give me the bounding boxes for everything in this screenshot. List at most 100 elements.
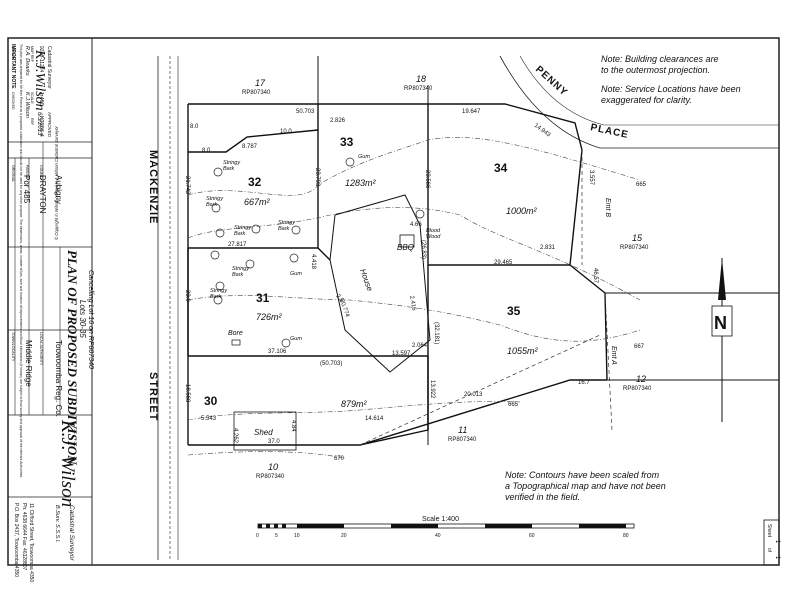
scale-label: Scale 1:400	[422, 516, 459, 523]
street-name-mackenzie: MACKENZIE	[147, 150, 159, 224]
lot-area: 1000m²	[506, 206, 538, 216]
plan-title: PLAN OF PROPOSED SUBDIVISION	[65, 250, 80, 465]
scale-bar: Scale 1:400 0 5 10 20 40 60 80	[256, 516, 635, 539]
dimension: 37.106	[268, 349, 287, 355]
dimension: 4.418	[310, 254, 316, 270]
trees	[210, 157, 425, 348]
lot-area: 879m²	[341, 399, 368, 409]
dimension: 2.826	[330, 118, 346, 124]
adjoining-lines	[317, 56, 779, 445]
drawn-value: R.A. Dearks	[24, 46, 30, 76]
dimension: 2.416	[408, 295, 417, 311]
town-label: TOWN/LOCALITY	[11, 332, 15, 362]
dimension: 10.0	[280, 129, 292, 135]
dimension: 16.7	[578, 380, 590, 386]
lot-number: 33	[340, 135, 354, 149]
adjoining-lots: 17 RP807340 18 RP807340 15 RP807340 12 R…	[242, 74, 652, 480]
dimension: 21.742	[184, 176, 190, 195]
tree-icon	[281, 338, 291, 348]
drawn-label: DRAWN	[11, 46, 15, 60]
easements	[359, 150, 613, 446]
dimension: 27.817	[228, 242, 247, 248]
sheet-num: 1	[774, 540, 780, 544]
dimension: 14.943	[533, 123, 552, 139]
adjoining-plan: RP807340	[448, 437, 477, 443]
lot-number: 32	[248, 175, 262, 189]
dimension: 20.013	[464, 392, 483, 398]
street-name-street: STREET	[147, 372, 159, 421]
original-label: ORIGINAL	[11, 165, 15, 182]
scale-tick: 40	[435, 533, 441, 539]
ref-label: REF	[30, 118, 34, 126]
tree-icon	[215, 281, 225, 291]
firm-qualification: B.Surv. S.S.S.I.	[54, 505, 60, 543]
dimension: 4.66	[410, 222, 422, 228]
dimension: 2.064	[412, 343, 428, 349]
lot-area: 1283m²	[345, 178, 377, 188]
tree-icon	[211, 203, 221, 213]
date-value: 6/3/2013	[36, 112, 42, 136]
scale-tick: 5	[275, 533, 278, 539]
map-ref-label: MAP REF	[30, 46, 34, 63]
dimension: 13.922	[429, 380, 435, 399]
scale-tick: 10	[294, 533, 300, 539]
adjoining-number: 10	[268, 462, 278, 472]
parish-value: DRAYTON	[38, 175, 47, 214]
dimension: 3.557	[588, 170, 594, 186]
adjoining-number: 18	[416, 74, 426, 84]
dimension: 4.262	[232, 428, 238, 444]
house-label: House	[358, 268, 375, 293]
scale-tick: 0	[256, 533, 259, 539]
dimension: 23.566	[424, 170, 430, 189]
shed: Shed	[233, 411, 297, 451]
adjoining-plan: RP807340	[620, 245, 649, 251]
dimension: 37.0	[268, 439, 280, 445]
lot-number: 34	[494, 161, 508, 175]
dimension: 2.831	[540, 245, 556, 251]
bbq: BBQ	[397, 234, 415, 252]
scale-tick: 20	[341, 533, 347, 539]
dimension: (50.703)	[320, 361, 342, 367]
important-note-heading: IMPORTANT NOTE	[10, 44, 16, 89]
scale-tick: 80	[623, 533, 629, 539]
contour-label: 665	[508, 402, 519, 408]
tree-icon	[415, 209, 425, 219]
dimension: 50.703	[296, 109, 315, 115]
lot-boundaries	[187, 103, 608, 446]
dimension: 23.0	[184, 290, 190, 302]
contours	[187, 137, 641, 459]
sheet-label: Sheet	[766, 524, 772, 538]
checked-label: CHECKED	[11, 92, 15, 110]
tree-icon	[213, 167, 223, 177]
surveyor-label: Cadastral Surveyor	[46, 46, 52, 89]
tree-icon	[245, 259, 255, 269]
ref-value: K3206-4	[38, 116, 44, 137]
scale-value: 1:400	[38, 92, 44, 106]
dimension: 46.57	[592, 268, 598, 284]
contour-label: 665	[636, 182, 647, 188]
tree-icon	[291, 225, 301, 235]
original-value: Por 485	[22, 175, 31, 204]
town-value: Middle Ridge	[24, 340, 33, 387]
street-name-penny: PENNY	[533, 64, 570, 99]
dimension: 8.0	[202, 148, 211, 154]
parish-label: PARISH	[25, 165, 29, 179]
lot-number: 30	[204, 394, 218, 408]
firm-subtitle: Cadastral Surveyor	[68, 505, 75, 561]
firm-name: K.J. Wilson	[57, 419, 78, 507]
county-value: Aubigny	[54, 175, 63, 204]
adjoining-plan: RP807340	[404, 86, 433, 92]
sheet-box: Sheet 1 of 1	[763, 519, 780, 566]
plan-cancelling: Cancelling Lot 16 on RP807340	[87, 270, 94, 369]
map-ref-value: 9240-11224	[38, 46, 44, 73]
firm-address-3: P.O. Box 2437, Toowoomba 4350	[13, 503, 19, 577]
dimension: 5.543	[201, 416, 217, 422]
mackenzie-street: MACKENZIE STREET	[147, 56, 179, 560]
easement-a-label: Emt A	[610, 346, 617, 365]
signature: K.J.Wilson	[32, 49, 47, 111]
dimension: 19.647	[462, 109, 481, 115]
